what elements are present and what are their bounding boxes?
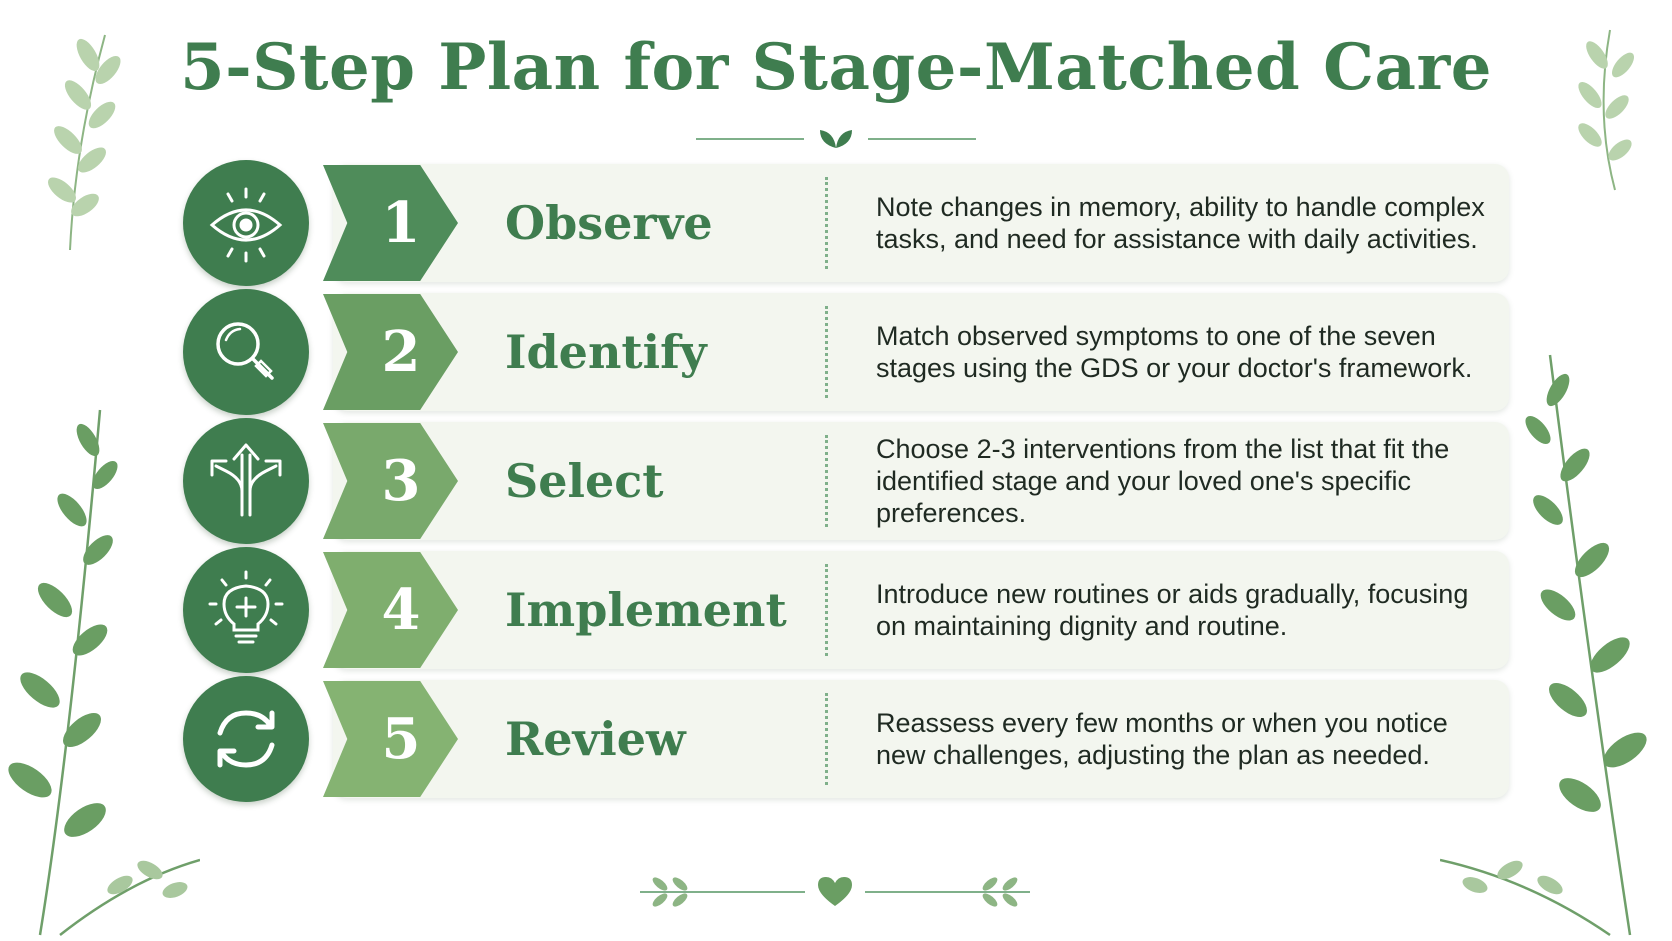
step-title: Identify — [505, 325, 707, 379]
step-icon-circle — [183, 418, 309, 544]
step-row-5: 5 Review Reassess every few months or wh… — [183, 676, 1513, 802]
eye-icon — [209, 187, 283, 263]
step-title: Review — [505, 712, 686, 766]
step-card — [333, 422, 1509, 540]
step-row-3: 3 Select Choose 2-3 interventions from t… — [183, 418, 1513, 544]
dotted-divider — [825, 177, 828, 269]
step-card — [333, 680, 1509, 798]
dotted-divider — [825, 564, 828, 656]
step-number: 2 — [381, 319, 421, 385]
step-title: Observe — [505, 196, 713, 250]
step-number: 5 — [381, 706, 421, 772]
step-title: Implement — [505, 583, 787, 637]
step-icon-circle — [183, 676, 309, 802]
leaf-vine-bottom-right-icon — [1440, 354, 1647, 937]
leaf-sprig-top-left-icon — [47, 34, 121, 251]
step-card — [333, 164, 1509, 282]
step-icon-circle — [183, 547, 309, 673]
lightbulb-icon — [208, 570, 284, 644]
dotted-divider — [825, 306, 828, 398]
dotted-divider — [825, 435, 828, 527]
leaf-vine-bottom-left-icon — [8, 409, 200, 936]
magnifier-icon — [216, 322, 274, 380]
step-description: Note changes in memory, ability to handl… — [876, 192, 1485, 254]
step-title: Select — [505, 454, 664, 508]
step-row-4: 4 Implement Introduce new routines or ai… — [183, 547, 1513, 673]
step-description: Choose 2-3 interventions from the list t… — [876, 434, 1450, 528]
step-number: 4 — [381, 577, 421, 643]
step-number: 1 — [381, 190, 421, 256]
step-description: Reassess every few months or when you no… — [876, 708, 1448, 770]
step-description: Match observed symptoms to one of the se… — [876, 321, 1473, 383]
leaf-sprig-top-right-icon — [1578, 29, 1635, 191]
bottom-heart-divider-icon — [640, 877, 1030, 907]
step-icon-circle — [183, 289, 309, 415]
page-title: 5-Step Plan for Stage-Matched Care — [180, 30, 1492, 105]
step-row-2: 2 Identify Match observed symptoms to on… — [183, 289, 1513, 415]
dotted-divider — [825, 693, 828, 785]
step-icon-circle — [183, 160, 309, 286]
step-card — [333, 293, 1509, 411]
step-card — [333, 551, 1509, 669]
step-number: 3 — [381, 448, 421, 514]
branching-arrows-icon — [210, 443, 282, 517]
step-description: Introduce new routines or aids gradually… — [876, 579, 1469, 641]
title-divider-sprout-icon — [696, 130, 976, 148]
refresh-cycle-icon — [217, 710, 275, 768]
step-row-1: 1 Observe Note changes in memory, abilit… — [183, 160, 1513, 286]
